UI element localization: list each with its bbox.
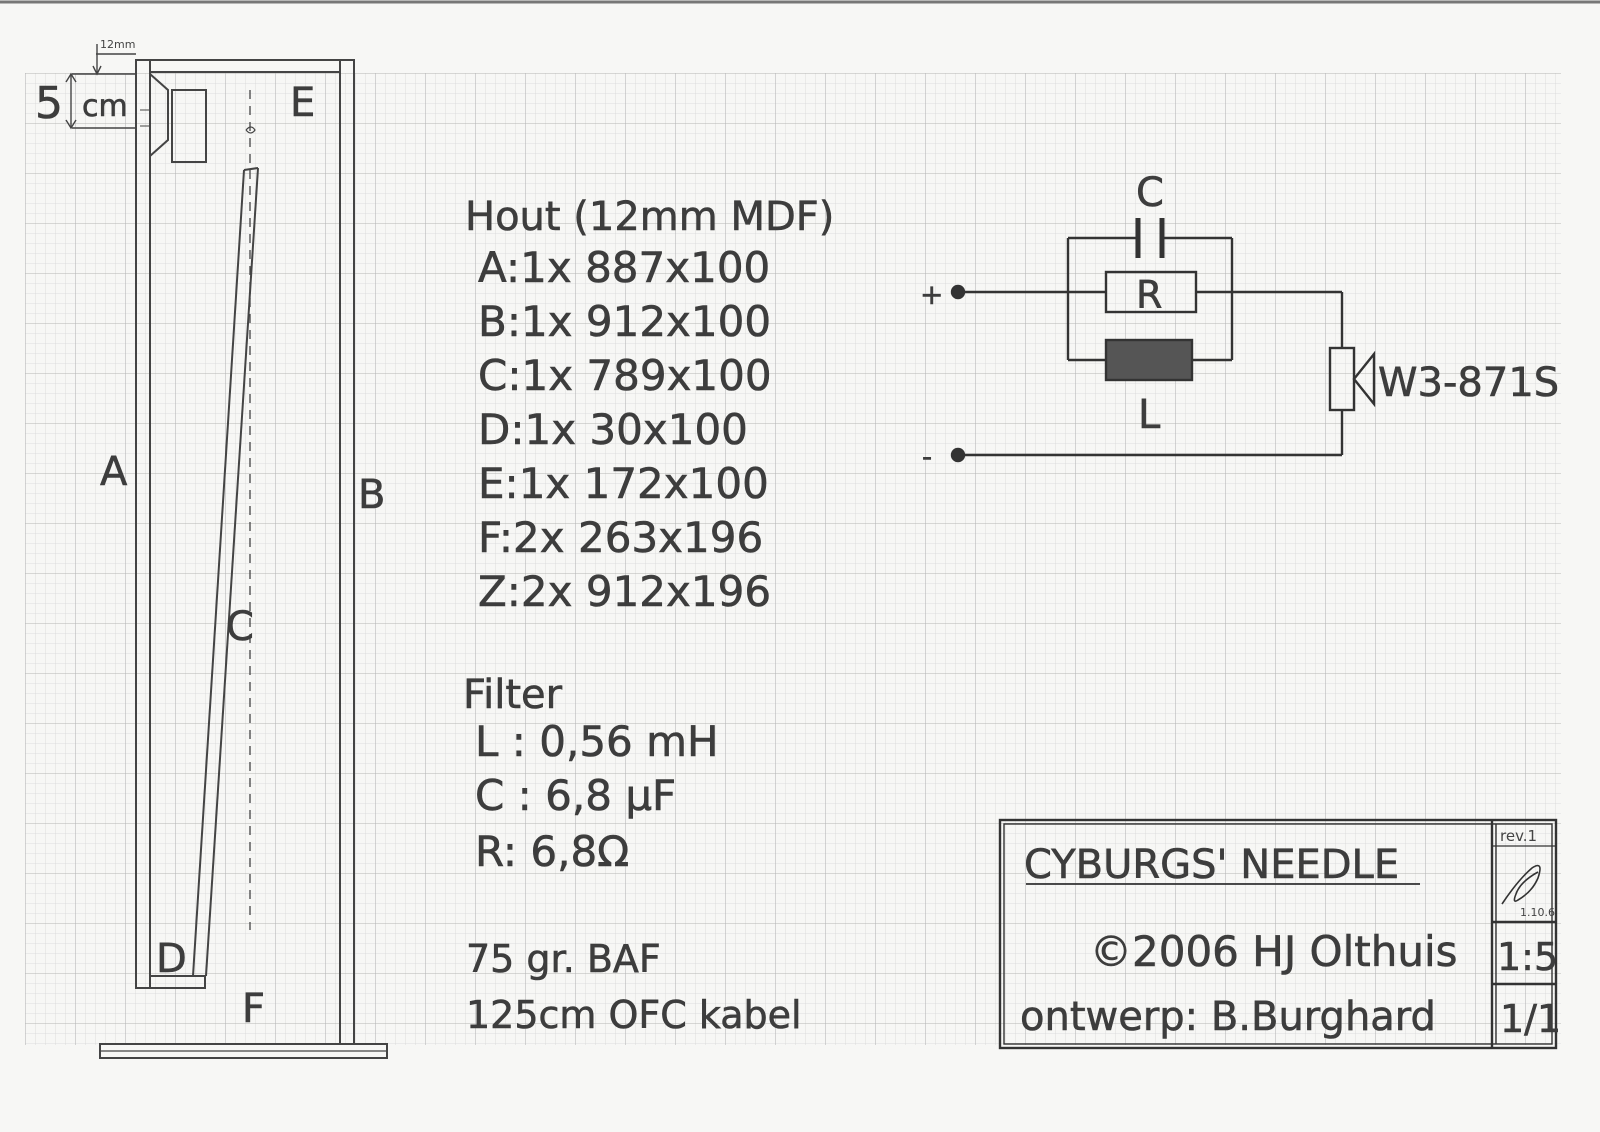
panel-c	[192, 169, 245, 977]
panel-label-d: D	[156, 936, 187, 982]
title-block-date: 1.10.6	[1520, 906, 1555, 919]
filter-circuit	[950, 218, 1376, 463]
wood-item: F:2x 263x196	[478, 513, 763, 562]
extras-item: 75 gr. BAF	[466, 937, 661, 981]
plus-label: +	[920, 278, 943, 311]
wood-item: A:1x 887x100	[478, 243, 770, 292]
extras-item: 125cm OFC kabel	[466, 993, 802, 1037]
minus-label: -	[922, 440, 932, 473]
filter-item: L : 0,56 mH	[475, 717, 719, 766]
wood-title: Hout (12mm MDF)	[465, 194, 834, 240]
wood-item: C:1x 789x100	[478, 351, 772, 400]
inductor-label: L	[1138, 392, 1161, 438]
dim-5-label: 5	[35, 78, 63, 129]
filter-parts-list: Filter L : 0,56 mH C : 6,8 μF R: 6,8Ω	[463, 672, 719, 877]
wood-item: B:1x 912x100	[478, 297, 771, 346]
panel-label-c: C	[226, 604, 254, 650]
dim-12mm-label: 12mm	[100, 38, 135, 51]
enclosure-cross-section	[65, 44, 388, 1059]
inductor-symbol	[1104, 338, 1194, 382]
dimension-markers	[65, 44, 136, 130]
panel-label-f: F	[242, 986, 265, 1032]
capacitor-label: C	[1136, 170, 1164, 216]
signature-mark	[1501, 864, 1541, 905]
graph-paper-grid	[25, 73, 1561, 1045]
filter-item: R: 6,8Ω	[475, 827, 629, 876]
panel-label-b: B	[358, 472, 385, 518]
driver-symbol	[140, 73, 256, 166]
title-block-sheet: 1/1	[1500, 997, 1561, 1041]
dim-cm-label: cm	[82, 89, 128, 124]
title-block-title: CYBURGS' NEEDLE	[1024, 842, 1399, 888]
title-block-designer: ontwerp: B.Burghard	[1020, 994, 1436, 1040]
plus-terminal	[950, 284, 966, 300]
wood-item: Z:2x 912x196	[478, 567, 771, 616]
panel-label-a: A	[100, 449, 128, 495]
minus-terminal	[950, 447, 966, 463]
panel-label-e: E	[290, 80, 315, 126]
panel-d	[149, 975, 206, 989]
wood-parts-list: Hout (12mm MDF) A:1x 887x100 B:1x 912x10…	[465, 194, 835, 617]
filter-item: C : 6,8 μF	[475, 771, 676, 820]
extras-list: 75 gr. BAF 125cm OFC kabel	[466, 937, 802, 1038]
title-block-scale: 1:5	[1497, 935, 1558, 979]
driver-label: W3-871S	[1378, 360, 1559, 406]
resistor-label: R	[1136, 273, 1162, 317]
wood-item: E:1x 172x100	[478, 459, 769, 508]
wood-item: D:1x 30x100	[478, 405, 748, 454]
title-block-copyright: ©2006 HJ Olthuis	[1090, 927, 1458, 976]
title-block	[998, 818, 1558, 1050]
filter-title: Filter	[463, 672, 563, 718]
title-block-revision: rev.1	[1500, 827, 1537, 845]
